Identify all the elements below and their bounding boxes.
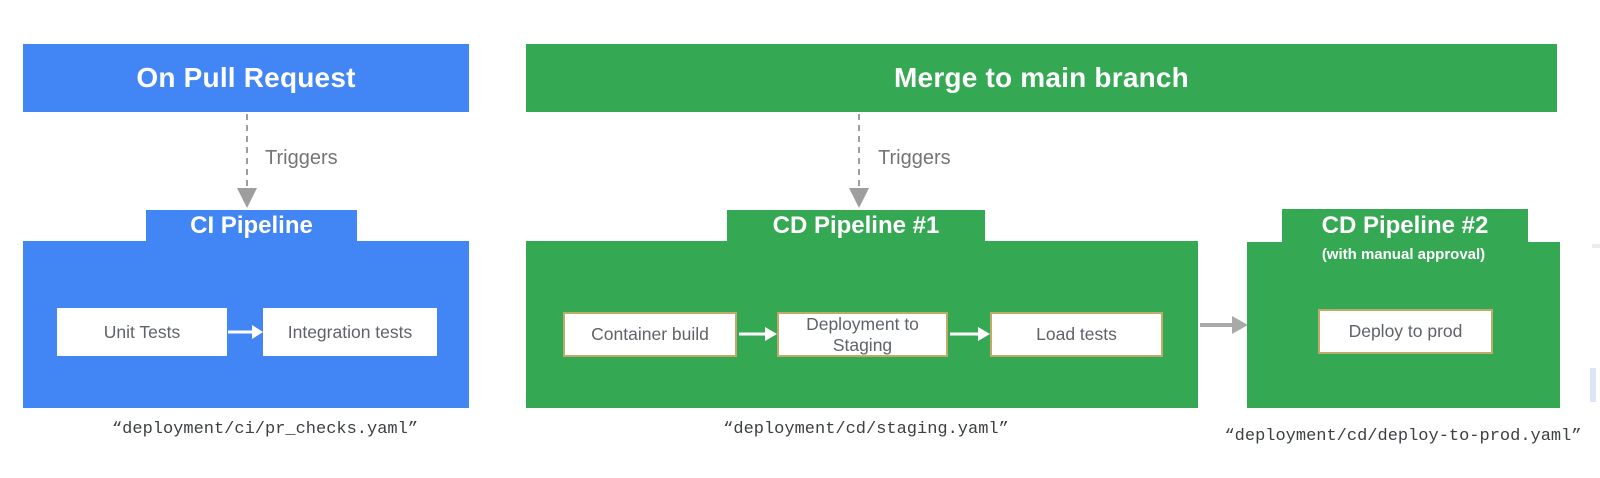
- cd-pipeline1-tab-label: CD Pipeline #1: [772, 211, 940, 239]
- ci-pipeline-tab-label: CI Pipeline: [190, 211, 313, 239]
- step-deploy-to-prod-label: Deploy to prod: [1348, 321, 1463, 342]
- cd-pipeline2-tab-label: CD Pipeline #2: [1321, 211, 1489, 239]
- cd1-step-arrow-2: [950, 327, 990, 341]
- cd-triggers-label: Triggers: [878, 147, 951, 169]
- ci-config-file-caption: “deployment/ci/pr_checks.yaml”: [111, 420, 419, 439]
- cd1-config-file-caption: “deployment/cd/staging.yaml”: [723, 420, 1009, 439]
- step-integration-tests-label: Integration tests: [287, 321, 413, 342]
- step-deployment-to-staging-label: Deployment to Staging: [806, 314, 919, 355]
- on-pull-request-label: On Pull Request: [136, 62, 356, 93]
- cd2-config-file-caption: “deployment/cd/deploy-to-prod.yaml”: [1224, 427, 1582, 446]
- right-edge-gray-artifact: [1592, 244, 1600, 248]
- cd1-step-arrow-1: [739, 327, 777, 341]
- cd-pipeline1-body: Container build Deployment to Staging Lo…: [526, 241, 1198, 408]
- step-load-tests: Load tests: [990, 312, 1163, 357]
- ci-triggers-label: Triggers: [265, 147, 338, 169]
- merge-to-main-event-box: Merge to main branch: [526, 44, 1557, 112]
- step-unit-tests: Unit Tests: [57, 308, 227, 356]
- step-deployment-to-staging: Deployment to Staging: [777, 312, 948, 357]
- pipeline1-to-pipeline2-arrow: [1200, 316, 1248, 334]
- step-load-tests-label: Load tests: [1036, 324, 1117, 345]
- cd-pipeline2-body: (with manual approval) Deploy to prod: [1247, 242, 1560, 408]
- step-integration-tests: Integration tests: [263, 308, 437, 356]
- ci-step-arrow: [228, 325, 263, 339]
- merge-to-main-label: Merge to main branch: [894, 62, 1189, 93]
- cd-pipeline1-tab: CD Pipeline #1: [727, 210, 985, 241]
- ci-trigger-arrow: [237, 114, 257, 208]
- step-unit-tests-label: Unit Tests: [103, 321, 181, 342]
- cd-pipeline2-subtitle: (with manual approval): [1321, 246, 1486, 263]
- ci-pipeline-tab: CI Pipeline: [146, 210, 357, 241]
- cd-trigger-arrow: [849, 114, 869, 208]
- step-container-build: Container build: [563, 312, 737, 357]
- cd-pipeline2-tab: CD Pipeline #2: [1282, 209, 1528, 242]
- right-edge-blue-artifact: [1590, 368, 1596, 402]
- step-container-build-label: Container build: [591, 324, 709, 345]
- step-deploy-to-prod: Deploy to prod: [1318, 309, 1493, 354]
- ci-pipeline-body: Unit Tests Integration tests: [23, 241, 469, 408]
- on-pull-request-event-box: On Pull Request: [23, 44, 469, 112]
